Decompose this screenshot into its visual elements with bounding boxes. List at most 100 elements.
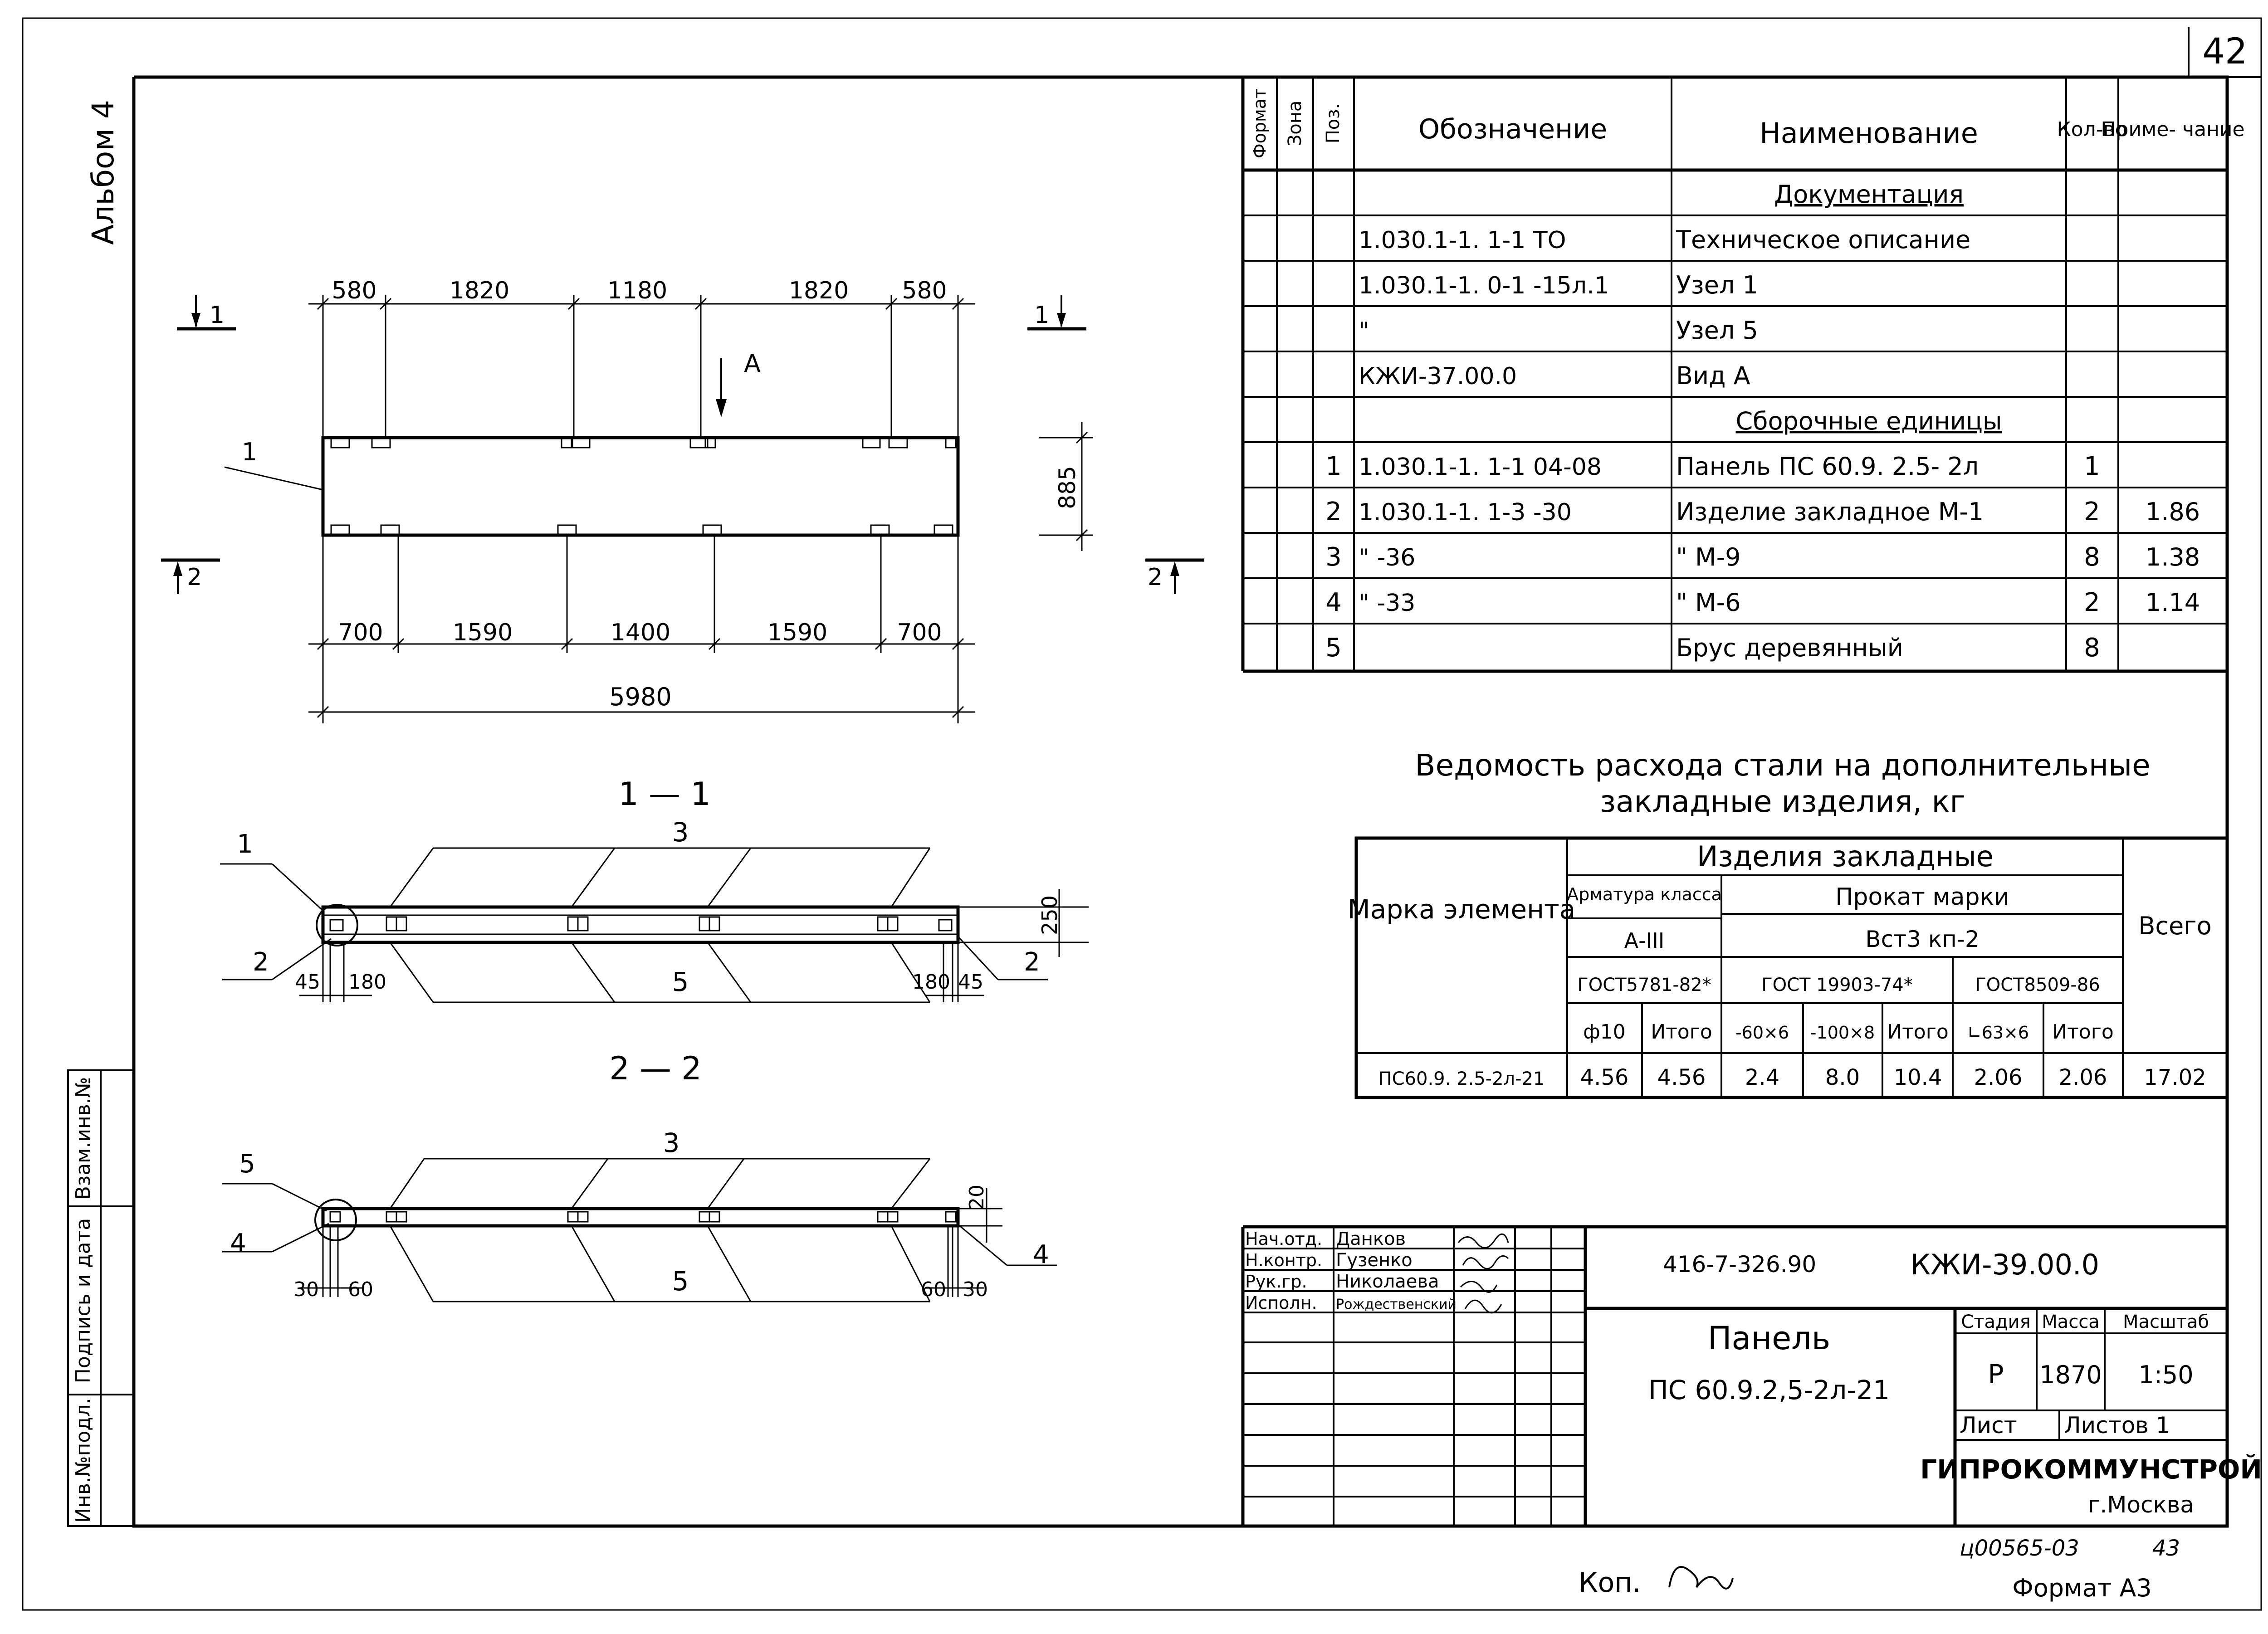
svg-text:2.06: 2.06 <box>2059 1065 2107 1090</box>
svg-text:Поз.: Поз. <box>1323 103 1344 144</box>
svg-text:Всего: Всего <box>2138 912 2211 940</box>
spec-name: Документация <box>1774 180 1964 209</box>
svg-text:закладные изделия, кг: закладные изделия, кг <box>1600 784 1965 819</box>
svg-text:4: 4 <box>1033 1240 1049 1269</box>
outer-frame <box>22 17 2262 1611</box>
spec-designation: " -36 <box>1359 544 1415 571</box>
svg-text:250: 250 <box>1037 895 1062 935</box>
svg-text:Формат: Формат <box>1250 88 1270 158</box>
svg-text:Рук.гр.: Рук.гр. <box>1245 1272 1307 1292</box>
svg-text:ГИПРОКОММУНСТРОЙ: ГИПРОКОММУНСТРОЙ <box>1920 1454 2262 1485</box>
spec-qty: 2 <box>2084 588 2100 617</box>
svg-text:4: 4 <box>230 1229 246 1258</box>
spec-pos: 5 <box>1325 633 1342 663</box>
svg-text:45: 45 <box>295 971 320 994</box>
svg-text:20: 20 <box>965 1185 988 1210</box>
svg-text:г.Москва: г.Москва <box>2088 1492 2194 1518</box>
spec-note: 1.86 <box>2146 498 2200 526</box>
svg-text:Взам.инв.№: Взам.инв.№ <box>72 1077 95 1200</box>
svg-text:ПС60.9. 2.5-2л-21: ПС60.9. 2.5-2л-21 <box>1378 1068 1545 1089</box>
spec-name: Узел 1 <box>1676 271 1758 299</box>
svg-text:2: 2 <box>253 947 269 977</box>
svg-text:3: 3 <box>672 817 689 848</box>
archive-page: 43 <box>2152 1536 2180 1561</box>
svg-text:1: 1 <box>242 438 257 466</box>
svg-text:Прокат марки: Прокат марки <box>1835 883 2009 911</box>
spec-qty: 8 <box>2084 542 2100 572</box>
spec-name: " М-9 <box>1676 543 1740 571</box>
svg-text:1: 1 <box>1034 302 1049 329</box>
svg-text:Николаева: Николаева <box>1336 1271 1439 1292</box>
spec-name: Узел 5 <box>1676 316 1758 345</box>
svg-text:580: 580 <box>332 277 376 304</box>
svg-text:3: 3 <box>663 1127 680 1158</box>
spec-name: Сборочные единицы <box>1735 407 2002 435</box>
svg-text:Арматура класса: Арматура класса <box>1567 884 1722 904</box>
spec-name: Изделие закладное М-1 <box>1676 498 1984 526</box>
svg-text:-100×8: -100×8 <box>1810 1023 1875 1043</box>
svg-text:700: 700 <box>338 619 383 646</box>
svg-text:Ведомость расхода стали на доп: Ведомость расхода стали на дополнительны… <box>1415 748 2150 783</box>
svg-text:Вст3 кп-2: Вст3 кп-2 <box>1865 926 1979 952</box>
spec-note: 1.14 <box>2146 588 2200 617</box>
svg-text:60: 60 <box>348 1278 373 1301</box>
spec-pos: 2 <box>1325 497 1342 527</box>
spec-pos: 4 <box>1325 588 1342 617</box>
svg-text:2.4: 2.4 <box>1745 1065 1779 1090</box>
svg-text:Стадия: Стадия <box>1961 1312 2030 1332</box>
spec-designation: " <box>1359 317 1369 345</box>
svg-text:2 — 2: 2 — 2 <box>609 1050 702 1087</box>
spec-pos: 1 <box>1325 452 1342 481</box>
spec-name: " М-6 <box>1676 588 1740 617</box>
spec-qty: 2 <box>2084 497 2100 527</box>
svg-text:1:50: 1:50 <box>2138 1361 2193 1389</box>
svg-text:КЖИ-39.00.0: КЖИ-39.00.0 <box>1911 1248 2099 1281</box>
svg-text:5980: 5980 <box>609 683 671 711</box>
svg-text:Панель: Панель <box>1708 1320 1830 1357</box>
svg-text:Изделия закладные: Изделия закладные <box>1697 840 1994 873</box>
svg-text:1: 1 <box>237 829 253 859</box>
spec-note: 1.38 <box>2146 543 2200 571</box>
spec-pos: 3 <box>1325 542 1342 572</box>
signatures <box>1457 1233 1509 1314</box>
svg-text:5: 5 <box>672 1266 689 1297</box>
svg-text:4.56: 4.56 <box>1657 1065 1706 1090</box>
svg-text:Масса: Масса <box>2042 1312 2100 1332</box>
svg-text:2: 2 <box>1148 564 1163 591</box>
svg-text:1820: 1820 <box>450 277 509 304</box>
svg-text:Н.контр.: Н.контр. <box>1245 1250 1322 1270</box>
svg-text:Итого: Итого <box>2052 1020 2114 1044</box>
svg-text:180: 180 <box>348 971 386 994</box>
copy-signature <box>1668 1566 1734 1590</box>
svg-text:Данков: Данков <box>1336 1229 1406 1249</box>
svg-text:Кол-во: Кол-во <box>2057 118 2127 141</box>
left-stamp: Инв.№подл. Подпись и дата Взам.инв.№ <box>67 1069 135 1527</box>
title-block: Нач.отд. Н.контр. Рук.гр. Исполн. Данков… <box>1241 1225 2262 1526</box>
svg-text:1400: 1400 <box>611 619 670 646</box>
spec-designation: КЖИ-37.00.0 <box>1359 363 1517 390</box>
svg-text:ГОСТ8509-86: ГОСТ8509-86 <box>1975 975 2100 995</box>
svg-text:2.06: 2.06 <box>1974 1065 2023 1090</box>
svg-text:1870: 1870 <box>2039 1361 2102 1389</box>
spec-name: Брус деревянный <box>1676 634 1903 662</box>
section-2-2: 2 — 2 3 5 5 4 4 <box>222 1050 1057 1302</box>
svg-text:2: 2 <box>187 564 202 591</box>
svg-text:Инв.№подл.: Инв.№подл. <box>72 1398 95 1523</box>
svg-text:А-III: А-III <box>1624 928 1665 953</box>
plan-view: 580 1820 1180 1820 580 700 1590 1400 159… <box>161 277 1204 723</box>
sheet-number: 42 <box>2202 31 2247 72</box>
svg-text:Нач.отд.: Нач.отд. <box>1245 1229 1322 1249</box>
spec-designation: 1.030.1-1. 1-3 -30 <box>1359 499 1572 526</box>
spec-row: 2 1.030.1-1. 1-3 -30 Изделие закладное М-1… <box>1325 497 2200 527</box>
svg-text:60: 60 <box>921 1278 946 1301</box>
svg-text:1820: 1820 <box>789 277 849 304</box>
archive-number: ц00565-03 <box>1960 1536 2079 1561</box>
spec-row: Документация <box>1774 180 1964 209</box>
